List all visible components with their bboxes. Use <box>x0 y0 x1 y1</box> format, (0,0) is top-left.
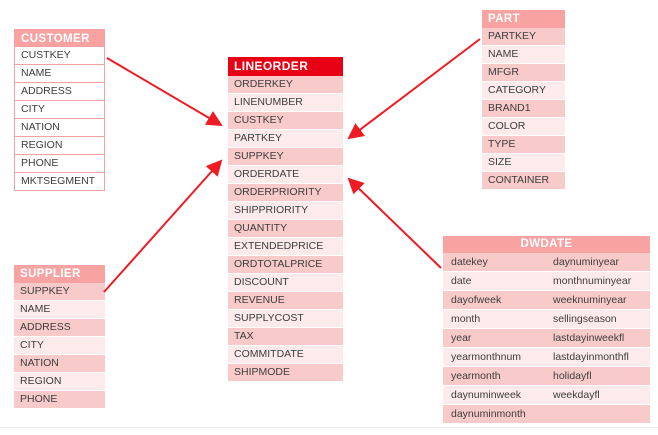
table-row: EXTENDEDPRICE <box>228 238 343 256</box>
table-row: CITY <box>14 337 105 355</box>
table-row: SHIPMODE <box>228 364 343 382</box>
table-row: yearmonthnum lastdayinmonthfl <box>443 348 650 367</box>
table-row: month sellingseason <box>443 310 650 329</box>
table-row: REGION <box>14 137 105 155</box>
table-lineorder-header: LINEORDER <box>228 57 343 76</box>
table-lineorder: LINEORDER ORDERKEY LINENUMBER CUSTKEY PA… <box>228 57 343 382</box>
arrow-supplier-suppkey-to-lineorder <box>103 159 223 293</box>
table-row: CONTAINER <box>482 172 565 190</box>
dwdate-field: yearmonthnum <box>451 351 522 363</box>
table-row: NAME <box>14 65 105 83</box>
dwdate-field: year <box>451 332 472 344</box>
table-row: SUPPKEY <box>228 148 343 166</box>
dwdate-field: monthnuminyear <box>553 275 632 287</box>
dwdate-field: sellingseason <box>553 313 617 325</box>
dwdate-field: weeknuminyear <box>553 294 627 306</box>
arrow-customer-custkey-to-lineorder <box>106 57 223 127</box>
table-row: SUPPLYCOST <box>228 310 343 328</box>
dwdate-field: datekey <box>451 256 488 268</box>
table-row: daynuminmonth <box>443 405 650 424</box>
table-row: TAX <box>228 328 343 346</box>
arrow-dwdate-datekey-to-lineorder <box>347 177 442 269</box>
table-row: ADDRESS <box>14 319 105 337</box>
table-row: MFGR <box>482 64 565 82</box>
dwdate-field: date <box>451 275 472 287</box>
table-row: BRAND1 <box>482 100 565 118</box>
table-row: CUSTKEY <box>228 112 343 130</box>
table-row: NAME <box>482 46 565 64</box>
table-row: date monthnuminyear <box>443 272 650 291</box>
table-row: SIZE <box>482 154 565 172</box>
table-supplier-header: SUPPLIER <box>14 265 105 283</box>
table-row: COLOR <box>482 118 565 136</box>
table-row: ORDERPRIORITY <box>228 184 343 202</box>
arrow-part-partkey-to-lineorder <box>347 38 481 140</box>
table-row: datekey daynuminyear <box>443 253 650 272</box>
table-row: CITY <box>14 101 105 119</box>
table-row: CUSTKEY <box>14 47 105 65</box>
dwdate-field: holidayfl <box>553 370 592 382</box>
table-row: SHIPPRIORITY <box>228 202 343 220</box>
table-row: NAME <box>14 301 105 319</box>
dwdate-field: lastdayinmonthfl <box>553 351 629 363</box>
table-row: COMMITDATE <box>228 346 343 364</box>
table-row: ORDERKEY <box>228 76 343 94</box>
table-row: CATEGORY <box>482 82 565 100</box>
dwdate-field: month <box>451 313 481 325</box>
table-dwdate-header: DWDATE <box>443 236 650 253</box>
table-part-header: PART <box>482 10 565 28</box>
table-row: DISCOUNT <box>228 274 343 292</box>
dwdate-field <box>545 405 650 423</box>
table-row: dayofweek weeknuminyear <box>443 291 650 310</box>
dwdate-field: daynuminmonth <box>451 408 526 420</box>
bottom-divider <box>0 427 658 428</box>
dwdate-field: yearmonth <box>451 370 501 382</box>
table-row: NATION <box>14 119 105 137</box>
table-row: REGION <box>14 373 105 391</box>
table-row: QUANTITY <box>228 220 343 238</box>
dwdate-field: weekdayfl <box>553 389 600 401</box>
table-row: PHONE <box>14 155 105 173</box>
table-row: NATION <box>14 355 105 373</box>
table-customer-header: CUSTOMER <box>14 29 105 47</box>
table-customer-body: CUSTKEY NAME ADDRESS CITY NATION REGION … <box>14 47 105 191</box>
table-supplier-body: SUPPKEY NAME ADDRESS CITY NATION REGION … <box>14 283 105 409</box>
table-dwdate: DWDATE datekey daynuminyear date monthnu… <box>443 236 650 424</box>
table-customer: CUSTOMER CUSTKEY NAME ADDRESS CITY NATIO… <box>14 29 105 191</box>
table-row: TYPE <box>482 136 565 154</box>
table-row: daynuminweek weekdayfl <box>443 386 650 405</box>
table-dwdate-body: datekey daynuminyear date monthnuminyear… <box>443 253 650 424</box>
table-row: ORDTOTALPRICE <box>228 256 343 274</box>
table-row: ADDRESS <box>14 83 105 101</box>
dwdate-field: daynuminyear <box>553 256 619 268</box>
dwdate-field: dayofweek <box>451 294 502 306</box>
table-part: PART PARTKEY NAME MFGR CATEGORY BRAND1 C… <box>482 10 565 190</box>
table-row: yearmonth holidayfl <box>443 367 650 386</box>
table-row: PARTKEY <box>482 28 565 46</box>
table-row: PARTKEY <box>228 130 343 148</box>
table-row: MKTSEGMENT <box>14 173 105 191</box>
dwdate-field: daynuminweek <box>451 389 522 401</box>
table-row: ORDERDATE <box>228 166 343 184</box>
table-row: SUPPKEY <box>14 283 105 301</box>
table-row: LINENUMBER <box>228 94 343 112</box>
table-row: REVENUE <box>228 292 343 310</box>
table-row: PHONE <box>14 391 105 409</box>
table-supplier: SUPPLIER SUPPKEY NAME ADDRESS CITY NATIO… <box>14 265 105 409</box>
table-part-body: PARTKEY NAME MFGR CATEGORY BRAND1 COLOR … <box>482 28 565 190</box>
dwdate-field: lastdayinweekfl <box>553 332 625 344</box>
table-row: year lastdayinweekfl <box>443 329 650 348</box>
table-lineorder-body: ORDERKEY LINENUMBER CUSTKEY PARTKEY SUPP… <box>228 76 343 382</box>
